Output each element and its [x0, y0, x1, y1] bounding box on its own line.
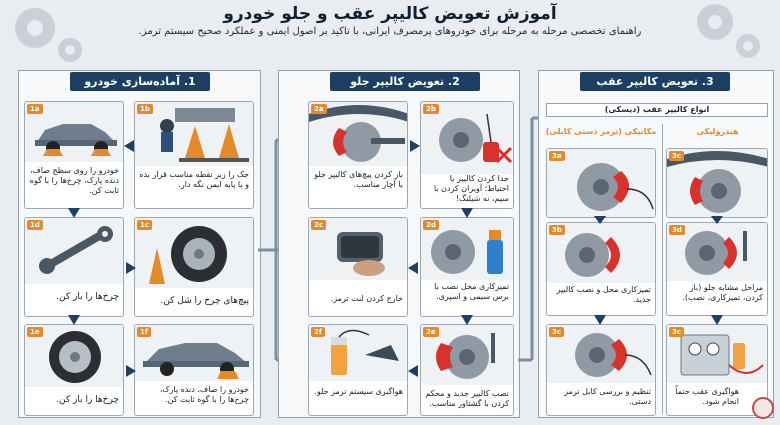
step-badge: 3c: [669, 151, 685, 161]
step-caption: تمیزکاری محل و نصب کالیپر جدید.: [556, 285, 651, 304]
step-card-3c-hydraulic: 3c: [666, 148, 768, 218]
car-side-illustration: [135, 325, 253, 381]
car-on-ground-illustration: [25, 102, 123, 162]
step-badge: 3b: [549, 225, 565, 235]
step-caption: خودرو را صاف، دنده پارک، چرخ‌ها را با گو…: [159, 385, 249, 404]
step-caption: تمیزکاری محل نصب با برس سیمی و اسپری.: [434, 282, 509, 301]
step-badge: 2a: [311, 104, 327, 114]
caliper-types-title: انواع کالیپر عقب (دیسکی): [604, 105, 710, 114]
gear-icon: [15, 4, 760, 62]
step-caption: هواگیری عقب حتماً انجام شود.: [675, 387, 739, 406]
step-badge: 3d: [669, 225, 685, 235]
step-caption: خارج کردن لنت ترمز.: [330, 294, 403, 303]
section-1-title: 1. آماده‌سازی خودرو: [70, 72, 210, 91]
flow-arrow: [711, 216, 723, 224]
step-card-3d: 3d مراحل مشابه جلو (باز کردن، تمیزکاری، …: [666, 222, 768, 316]
step-caption: پیچ‌های چرخ را شل کن.: [160, 296, 249, 306]
rear-caliper-cable-illustration: [547, 149, 655, 217]
bleeding-machine-illustration: [667, 325, 767, 383]
step-caption: چرخ‌ها را باز کن.: [56, 292, 119, 302]
section-2-title: 2. تعویض کالیپر جلو: [330, 72, 480, 91]
flow-arrow: [461, 208, 473, 218]
flow-arrow: [408, 262, 418, 274]
step-card-2e: 2e نصب کالیپر جدید و محکم کردن با گشتاور…: [420, 324, 514, 416]
hydraulic-caliper-illustration: [667, 149, 767, 217]
step-badge: 1a: [27, 104, 43, 114]
section-3-title: 3. تعویض کالیپر عقب: [580, 72, 730, 91]
page-subtitle: راهنمای تخصصی مرحله به مرحله برای خودروه…: [138, 26, 642, 37]
step-card-3a: 3a: [546, 148, 656, 218]
step-badge: 3c: [669, 327, 685, 337]
flow-arrow: [124, 140, 134, 152]
step-badge: 2f: [311, 327, 325, 337]
step-caption: جک را زیر نقطه مناسب قرار بده و با پایه …: [139, 170, 249, 189]
step-card-2c: 2c خارج کردن لنت ترمز.: [308, 217, 408, 317]
flow-arrow: [126, 262, 136, 274]
step-badge: 2d: [423, 220, 439, 230]
page-title: آموزش تعویض کالیپر عقب و جلو خودرو: [223, 4, 557, 24]
flow-arrow: [594, 315, 606, 325]
flow-arrow: [410, 140, 420, 152]
flow-arrow: [126, 365, 136, 377]
step-caption: نصب کالیپر جدید و محکم کردن با گشتاور من…: [425, 389, 509, 408]
brake-pad-illustration: [309, 218, 407, 280]
hydraulic-type-label: هیدرولیکی: [696, 127, 739, 136]
step-badge: 1f: [137, 327, 151, 337]
step-card-2a: 2a باز کردن پیچ‌های کالیپر جلو با آچار م…: [308, 101, 408, 209]
flow-arrow: [408, 365, 418, 377]
step-badge: 2b: [423, 104, 439, 114]
flow-arrow: [461, 315, 473, 325]
wheel-on-stand-illustration: [135, 218, 253, 288]
flow-arrow: [711, 315, 723, 325]
step-badge: 1e: [27, 327, 43, 337]
brand-logo: [752, 397, 774, 419]
step-caption: باز کردن پیچ‌های کالیپر جلو با آچار مناس…: [314, 170, 403, 189]
jack-stand-illustration: [135, 102, 253, 166]
step-card-2f: 2f هواگیری سیستم ترمز جلو.: [308, 324, 408, 416]
step-badge: 1c: [137, 220, 153, 230]
types-box: [546, 103, 768, 117]
step-caption: چرخ‌ها را باز کن.: [56, 395, 119, 405]
step-caption: خودرو را روی سطح صاف، دنده پارک، چرخ‌ها …: [29, 166, 119, 195]
step-card-1f: 1f خودرو را صاف، دنده پارک، چرخ‌ها را با…: [134, 324, 254, 416]
step-card-3b: 3b تمیزکاری محل و نصب کالیپر جدید.: [546, 222, 656, 316]
step-badge: 2c: [311, 220, 327, 230]
flow-arrow: [68, 315, 80, 325]
step-caption: تنظیم و بررسی کابل ترمز دستی.: [564, 387, 651, 406]
bleeding-kit-illustration: [309, 325, 407, 381]
step-badge: 1b: [137, 104, 153, 114]
step-card-1d: 1d چرخ‌ها را باز کن.: [24, 217, 124, 317]
step-badge: 3a: [549, 151, 565, 161]
step-badge: 1d: [27, 220, 43, 230]
rear-caliper-clean-illustration: [547, 223, 655, 283]
flow-arrow: [68, 208, 80, 218]
step-caption: جدا کردن کالیپر با احتیاط؛ آویزان کردن ب…: [433, 174, 509, 203]
column-divider: [662, 124, 663, 414]
flow-arrow: [594, 216, 606, 224]
caliper-hang-illustration: [421, 102, 513, 174]
step-card-1c: 1c پیچ‌های چرخ را شل کن.: [134, 217, 254, 317]
mechanical-type-label: مکانیکی (ترمز دستی کابلی): [545, 127, 657, 136]
handbrake-cable-illustration: [547, 325, 655, 383]
step-badge: 2e: [423, 327, 439, 337]
step-badge: 3c: [549, 327, 565, 337]
step-card-1b: 1b جک را زیر نقطه مناسب قرار بده و با پا…: [134, 101, 254, 209]
step-caption: مراحل مشابه جلو (باز کردن، تمیزکاری، نصب…: [682, 283, 763, 302]
step-card-3c: 3c تنظیم و بررسی کابل ترمز دستی.: [546, 324, 656, 416]
step-card-1a: 1a خودرو را روی سطح صاف، دنده پارک، چرخ‌…: [24, 101, 124, 209]
step-card-1e: 1e چرخ‌ها را باز کن.: [24, 324, 124, 416]
step-caption: هواگیری سیستم ترمز جلو.: [314, 387, 403, 396]
step-card-2d: 2d تمیزکاری محل نصب با برس سیمی و اسپری.: [420, 217, 514, 317]
step-card-3e: 3c هواگیری عقب حتماً انجام شود.: [666, 324, 768, 416]
step-card-2b: 2b جدا کردن کالیپر با احتیاط؛ آویزان کرد…: [420, 101, 514, 209]
